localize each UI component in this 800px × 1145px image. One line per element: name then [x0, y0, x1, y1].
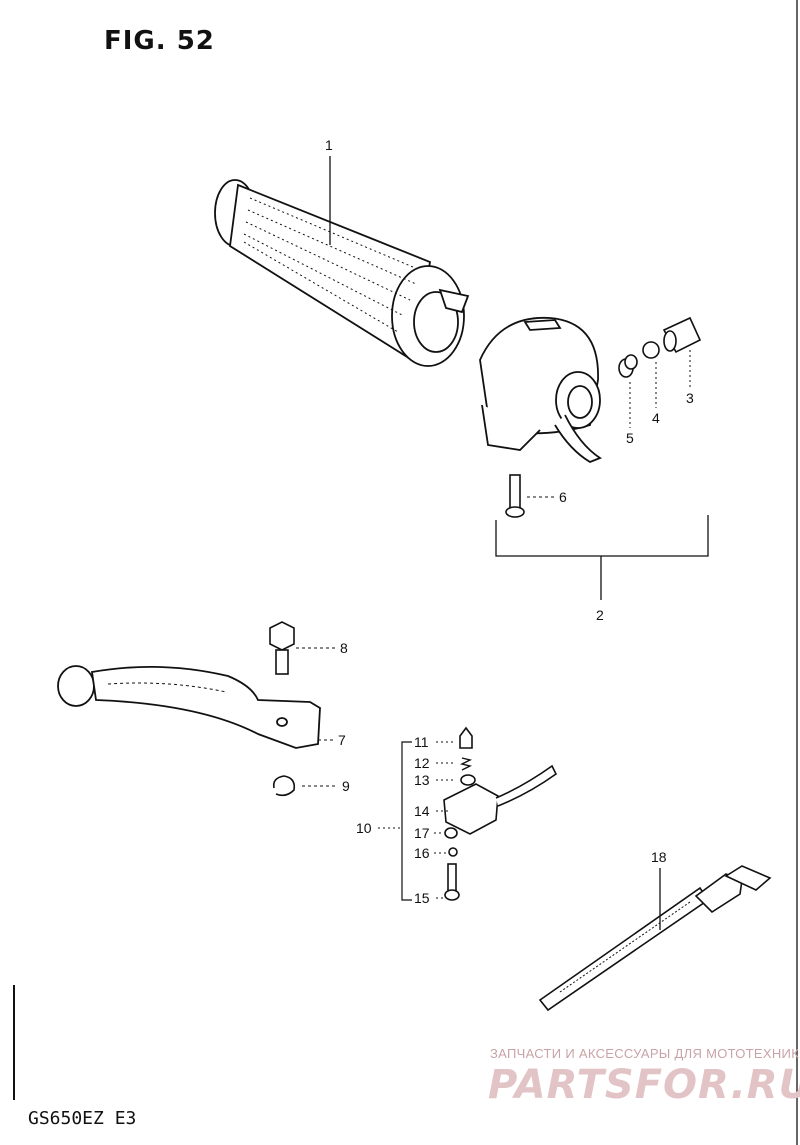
watermark-tagline: ЗАПЧАСТИ И АКСЕССУАРЫ ДЛЯ МОТОТЕХНИКИ: [490, 1046, 800, 1061]
callout-10: 10: [356, 820, 372, 836]
callout-16: 16: [414, 845, 430, 861]
part-18-cable-tie: [538, 865, 772, 1012]
part-5-spring-washer: [618, 354, 638, 378]
part-3-nut: [662, 316, 702, 354]
callout-8: 8: [340, 640, 348, 656]
callout-9: 9: [342, 778, 350, 794]
bracket-2: [495, 515, 709, 557]
part-8-bolt: [269, 621, 295, 675]
callout-13: 13: [414, 772, 430, 788]
part-7-brake-lever: [57, 665, 321, 749]
part-4-washer: [642, 341, 660, 359]
callout-17: 17: [414, 825, 430, 841]
part-17-washer: [444, 827, 458, 839]
callout-2: 2: [596, 607, 604, 623]
part-13-contact: [460, 774, 476, 786]
watermark-logo: PARTSFOR.RU: [488, 1062, 800, 1108]
part-14-switch-body: [443, 764, 558, 835]
callout-18: 18: [651, 849, 667, 865]
callout-14: 14: [414, 803, 430, 819]
part-11-switch-plunger: [459, 726, 473, 749]
figure-title: FIG. 52: [104, 26, 215, 56]
callout-12: 12: [414, 755, 430, 771]
callout-7: 7: [338, 732, 346, 748]
callout-4: 4: [652, 410, 660, 426]
callout-3: 3: [686, 390, 694, 406]
part-9-clip: [272, 775, 296, 797]
part-1-grip: [214, 179, 470, 367]
callout-11: 11: [414, 734, 429, 750]
model-code: GS650EZ E3: [28, 1108, 137, 1129]
part-6-screw: [505, 474, 525, 518]
part-15-screw: [444, 863, 460, 901]
callout-5: 5: [626, 430, 634, 446]
callout-1: 1: [325, 137, 333, 153]
bracket-10: [401, 741, 412, 901]
part-2-switch-housing: [479, 316, 602, 464]
part-12-spring: [459, 757, 473, 771]
part-16-nut: [448, 847, 458, 857]
callout-15: 15: [414, 890, 430, 906]
callout-6: 6: [559, 489, 567, 505]
